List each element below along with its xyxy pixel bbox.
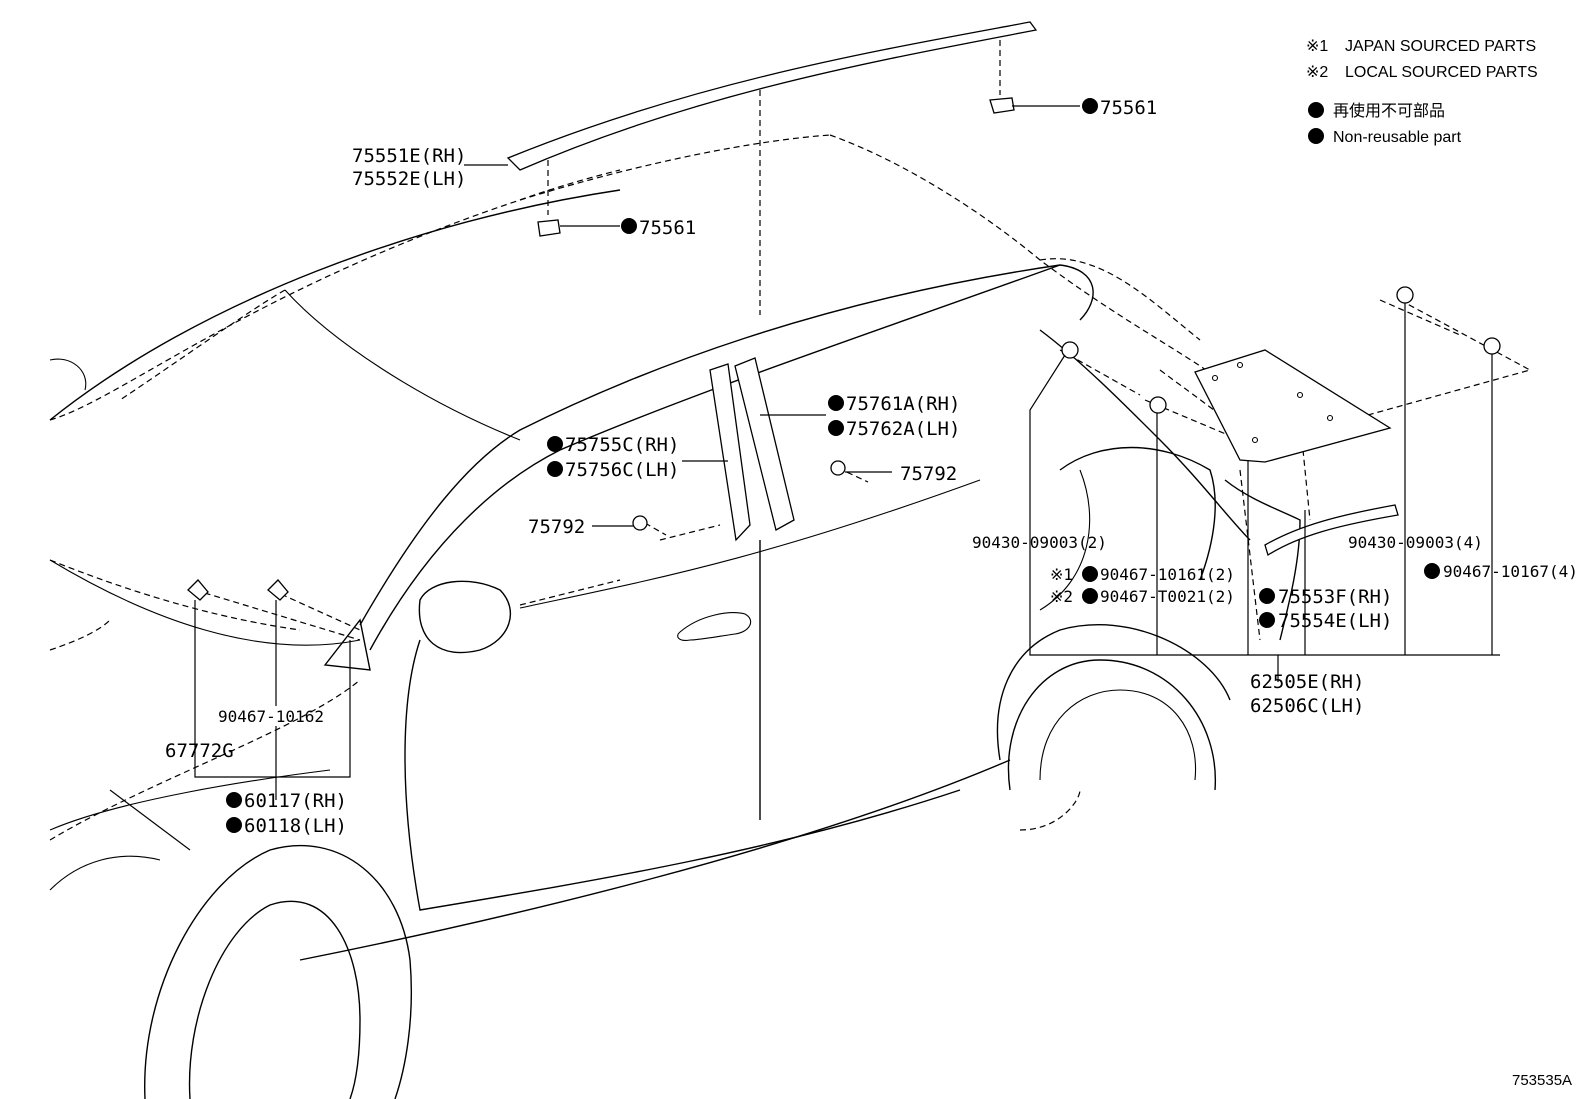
nonreuse-dots <box>226 98 1440 833</box>
legend-dot-jp <box>1308 102 1324 118</box>
clip-60117 <box>187 579 209 601</box>
pillar-garnish-front <box>709 363 751 542</box>
legend-note1-text: JAPAN SOURCED PARTS <box>1345 38 1536 55</box>
roof-molding <box>506 21 1038 171</box>
label-75554E: 75554E(LH) <box>1278 610 1392 632</box>
leader-lines <box>194 105 1500 800</box>
label-90467-10161: 90467-10161(2) <box>1100 565 1235 584</box>
rear-spoiler <box>1194 349 1392 463</box>
label-75792-left: 75792 <box>528 516 585 538</box>
grommet-d <box>1483 337 1501 355</box>
part-labels: 75551E(RH) 75552E(LH) 75561 75561 75761A… <box>165 97 1578 1089</box>
label-75553F: 75553F(RH) <box>1278 586 1392 608</box>
grommet-c <box>1396 286 1414 304</box>
legend-dot-en <box>1308 128 1324 144</box>
clip-75561-mid <box>537 219 561 237</box>
legend-note2-text: LOCAL SOURCED PARTS <box>1345 64 1538 81</box>
label-90430-b: 90430-09003(4) <box>1348 533 1483 552</box>
clip-75792-left <box>632 515 648 531</box>
label-90430-a: 90430-09003(2) <box>972 533 1107 552</box>
label-75551E: 75551E(RH) <box>352 145 466 167</box>
label-60117: 60117(RH) <box>244 790 347 812</box>
label-75756C: 75756C(LH) <box>565 459 679 481</box>
clip-90467-10162 <box>267 579 289 601</box>
label-mark2: ※2 <box>1050 587 1073 606</box>
legend-nonreuse-en: Non-reusable part <box>1333 129 1462 146</box>
label-mark1: ※1 <box>1050 565 1073 584</box>
label-75761A: 75761A(RH) <box>846 393 960 415</box>
label-75762A: 75762A(LH) <box>846 418 960 440</box>
diagram-code: 753535A <box>1512 1072 1572 1089</box>
label-67772G: 67772G <box>165 740 234 762</box>
label-90467-10162: 90467-10162 <box>218 707 324 726</box>
grommet-b <box>1149 396 1167 414</box>
label-90467-10167: 90467-10167(4) <box>1443 562 1578 581</box>
legend-note2-mark: ※2 <box>1306 64 1328 81</box>
car-body-outline <box>49 189 1301 1099</box>
legend-note1-mark: ※1 <box>1306 38 1328 55</box>
label-60118: 60118(LH) <box>244 815 347 837</box>
spoiler-strip <box>1264 504 1399 557</box>
parts-drawings <box>187 21 1501 601</box>
clip-75792-right <box>830 460 846 476</box>
label-62505E: 62505E(RH) <box>1250 671 1364 693</box>
pillar-garnish-rear <box>734 357 795 531</box>
label-75755C: 75755C(RH) <box>565 434 679 456</box>
label-62506C: 62506C(LH) <box>1250 695 1364 717</box>
label-75561-top: 75561 <box>1100 97 1157 119</box>
label-75792-right: 75792 <box>900 463 957 485</box>
label-90467-T0021: 90467-T0021(2) <box>1100 587 1235 606</box>
clip-75561-top <box>989 97 1015 114</box>
legend: ※1 JAPAN SOURCED PARTS ※2 LOCAL SOURCED … <box>1306 38 1538 146</box>
label-75561-mid: 75561 <box>639 217 696 239</box>
label-75552E: 75552E(LH) <box>352 168 466 190</box>
legend-nonreuse-jp: 再使用不可部品 <box>1333 102 1445 120</box>
grommet-a <box>1061 341 1079 359</box>
